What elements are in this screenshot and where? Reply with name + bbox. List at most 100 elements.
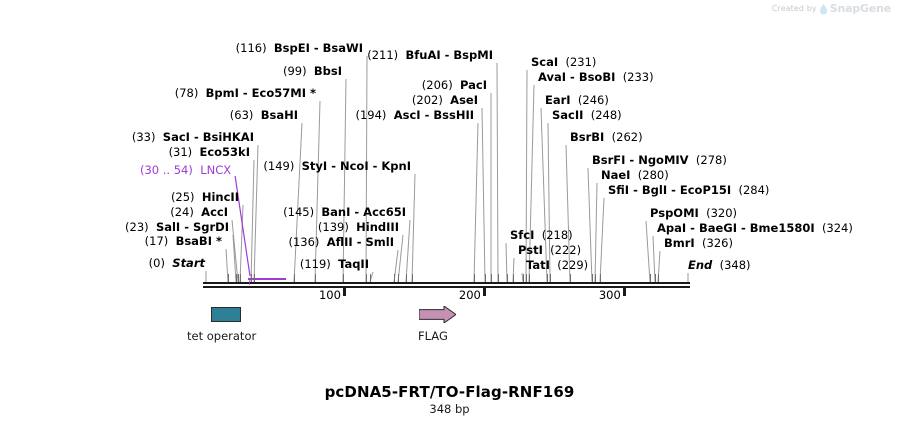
cut-site-tick: [343, 274, 344, 282]
enzyme-site-eari[interactable]: EarI (246): [545, 94, 609, 106]
enzyme-position: (233): [622, 70, 654, 84]
enzyme-site-bmri[interactable]: BmrI (326): [664, 236, 733, 250]
enzyme-site-sali[interactable]: (23) SalI - SgrDI: [125, 220, 229, 234]
enzyme-site-bsrfi[interactable]: BsrFI - NgoMIV (278): [592, 154, 727, 166]
enzyme-name: AvaI: [538, 70, 567, 84]
enzyme-site-avai[interactable]: AvaI - BsoBI (233): [538, 70, 654, 84]
enzyme-name: TaqII: [338, 257, 369, 271]
enzyme-site-sfci[interactable]: SfcI (218): [510, 228, 573, 242]
enzyme-name: BmrI: [664, 236, 695, 250]
cut-site-tick: [650, 274, 651, 282]
enzyme-site-sfii[interactable]: SfiI - BglI - EcoP15I (284): [608, 183, 769, 197]
enzyme-name: EcoP15I: [679, 183, 732, 197]
enzyme-position: (33): [131, 130, 156, 144]
enzyme-name: PacI: [460, 78, 487, 92]
watermark-prefix: Created by: [771, 4, 817, 13]
enzyme-position: (116): [235, 41, 267, 55]
enzyme-name: BsrBI: [570, 130, 605, 144]
enzyme-name: PspOMI: [650, 206, 699, 220]
enzyme-name: AflII: [326, 235, 353, 249]
cut-site-tick: [251, 274, 252, 282]
ruler-tick-200: [482, 288, 486, 296]
enzyme-site-bsahi[interactable]: (63) BsaHI: [230, 108, 298, 122]
enzyme-name: BglI: [641, 183, 668, 197]
enzyme-name: BsaHI: [260, 108, 298, 122]
cut-site-tick: [315, 274, 316, 282]
enzyme-name: KpnI: [381, 159, 411, 173]
enzyme-site-bpmi[interactable]: (78) BpmI - Eco57MI *: [174, 86, 316, 100]
enzyme-site-sacii[interactable]: SacII (248): [552, 109, 622, 121]
enzyme-site-bsabi[interactable]: (17) BsaBI *: [144, 234, 222, 248]
enzyme-site-end[interactable]: End (348): [688, 258, 751, 272]
enzyme-site-paci[interactable]: (206) PacI: [422, 78, 487, 92]
enzyme-name: BssHII: [433, 108, 474, 122]
enzyme-position: (31): [168, 145, 193, 159]
enzyme-site-taqii[interactable]: (119) TaqII: [300, 257, 369, 271]
enzyme-site-asei[interactable]: (202) AseI: [411, 93, 478, 107]
enzyme-position: (320): [706, 206, 738, 220]
enzyme-position: (145): [283, 205, 315, 219]
cut-site-tick: [600, 274, 601, 282]
enzyme-site-hincii[interactable]: (25) HincII: [170, 190, 239, 204]
enzyme-site-tati[interactable]: TatI (229): [526, 258, 589, 272]
cut-site-tick: [529, 274, 530, 282]
primer-lncx[interactable]: (30 .. 54) LNCX: [140, 163, 231, 177]
cut-site-tick: [485, 274, 486, 282]
enzyme-separator: -: [667, 183, 680, 197]
enzyme-position: (17): [144, 234, 169, 248]
enzyme-site-scai[interactable]: ScaI (231): [531, 56, 596, 68]
enzyme-position: (25): [170, 190, 195, 204]
cut-site-tick: [550, 274, 551, 282]
enzyme-site-start[interactable]: (0) Start: [149, 257, 205, 269]
enzyme-site-hindiii[interactable]: (139) HindIII: [317, 220, 399, 234]
enzyme-site-naei[interactable]: NaeI (280): [601, 168, 669, 182]
enzyme-position: (23): [125, 220, 149, 234]
enzyme-site-styi[interactable]: (149) StyI - NcoI - KpnI: [263, 159, 411, 173]
enzyme-site-aflii[interactable]: (136) AflII - SmlI: [288, 235, 394, 249]
cut-site-tick: [240, 274, 241, 282]
cut-site-tick: [523, 274, 524, 282]
enzyme-name: StyI: [301, 159, 328, 173]
feature-box-tet-operator[interactable]: [211, 307, 241, 322]
enzyme-name: NaeI: [601, 168, 631, 182]
enzyme-name: SgrDI: [192, 220, 229, 234]
enzyme-site-eco53ki[interactable]: (31) Eco53kI: [168, 145, 250, 159]
enzyme-name: BaeGI: [698, 221, 737, 235]
enzyme-site-bspei[interactable]: (116) BspEI - BsaWI: [235, 41, 363, 55]
enzyme-name: End: [688, 258, 713, 272]
enzyme-site-apai[interactable]: ApaI - BaeGI - Bme1580I (324): [657, 221, 853, 235]
enzyme-name: BsaWI: [322, 41, 363, 55]
enzyme-name: SalI: [155, 220, 181, 234]
enzyme-position: (139): [317, 220, 349, 234]
enzyme-separator: -: [352, 235, 366, 249]
primer-name: LNCX: [200, 163, 232, 177]
enzyme-site-bbsi[interactable]: (99) BbsI: [282, 64, 342, 78]
enzyme-site-asci[interactable]: (194) AscI - BssHII: [355, 108, 474, 122]
enzyme-name: AccI: [201, 205, 228, 219]
enzyme-site-acci[interactable]: (24) AccI: [170, 205, 228, 219]
enzyme-position: (348): [719, 258, 751, 272]
enzyme-name: BsaBI *: [175, 234, 222, 248]
cut-site-tick: [513, 274, 514, 282]
enzyme-site-bani[interactable]: (145) BanI - Acc65I: [283, 205, 406, 219]
enzyme-site-bsrbi[interactable]: BsrBI (262): [570, 130, 643, 144]
feature-arrow-flag[interactable]: [418, 305, 457, 327]
page-title: pcDNA5-FRT/TO-Flag-RNF169: [324, 383, 575, 401]
watermark-brand: SnapGene: [829, 2, 891, 15]
enzyme-separator: -: [686, 221, 699, 235]
enzyme-site-bfuai[interactable]: (211) BfuAI - BspMI: [367, 48, 493, 62]
enzyme-separator: -: [440, 48, 454, 62]
enzyme-site-pspomi[interactable]: PspOMI (320): [650, 206, 738, 220]
enzyme-site-psti[interactable]: PstI (222): [518, 244, 581, 256]
enzyme-name: AscI: [393, 108, 421, 122]
enzyme-position: (78): [174, 86, 199, 100]
cut-site-tick: [406, 274, 407, 282]
enzyme-position: (229): [557, 258, 589, 272]
enzyme-position: (202): [411, 93, 443, 107]
enzyme-position: (262): [611, 130, 643, 144]
enzyme-position: (218): [541, 228, 573, 242]
enzyme-site-saci[interactable]: (33) SacI - BsiHKAI: [131, 130, 254, 144]
enzyme-separator: -: [368, 159, 382, 173]
enzyme-position: (99): [282, 64, 307, 78]
